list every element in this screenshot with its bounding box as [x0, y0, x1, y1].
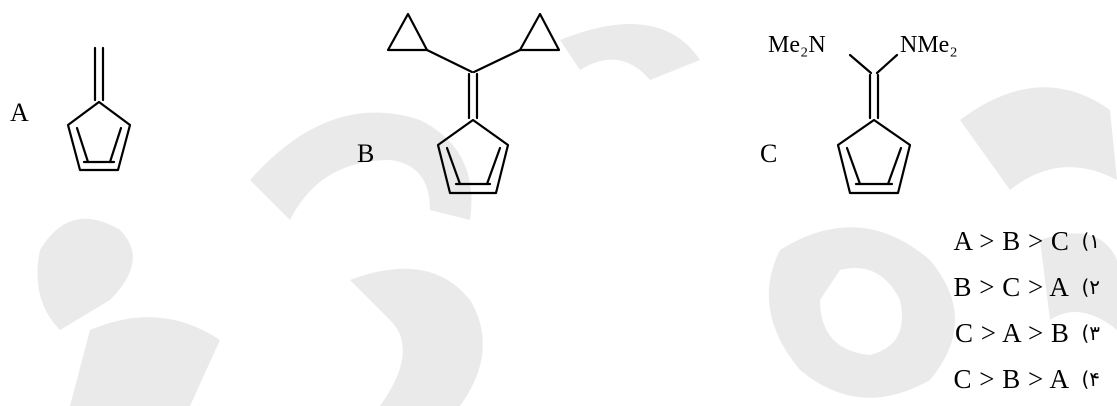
option-3-expression: C > A > B: [954, 317, 1070, 348]
option-4-expression: C > B > A: [953, 363, 1070, 394]
option-3[interactable]: C > A > B (٣: [900, 310, 1100, 356]
option-2-number: (٢: [1081, 275, 1100, 299]
option-4[interactable]: C > B > A (۴: [900, 356, 1100, 402]
watermark: [37, 24, 1117, 406]
molecule-c-left-group: Me₂N: [768, 32, 826, 58]
answer-options: A > B > C (١ B > C > A (٢ C > A > B (٣ C…: [900, 218, 1100, 402]
option-3-number: (٣: [1081, 321, 1100, 345]
molecule-c-label: C: [760, 139, 777, 168]
option-4-number: (۴: [1081, 367, 1100, 391]
molecule-c-right-group: NMe₂: [900, 32, 958, 58]
molecule-a: A: [10, 46, 132, 172]
molecule-a-label: A: [10, 98, 29, 127]
option-1-number: (١: [1081, 229, 1100, 253]
molecule-b: B: [357, 12, 561, 195]
molecule-c: C Me₂N NMe₂: [760, 32, 958, 195]
option-1-expression: A > B > C: [953, 225, 1070, 256]
option-2-expression: B > C > A: [953, 271, 1070, 302]
option-2[interactable]: B > C > A (٢: [900, 264, 1100, 310]
molecule-b-label: B: [357, 139, 374, 168]
option-1[interactable]: A > B > C (١: [900, 218, 1100, 264]
